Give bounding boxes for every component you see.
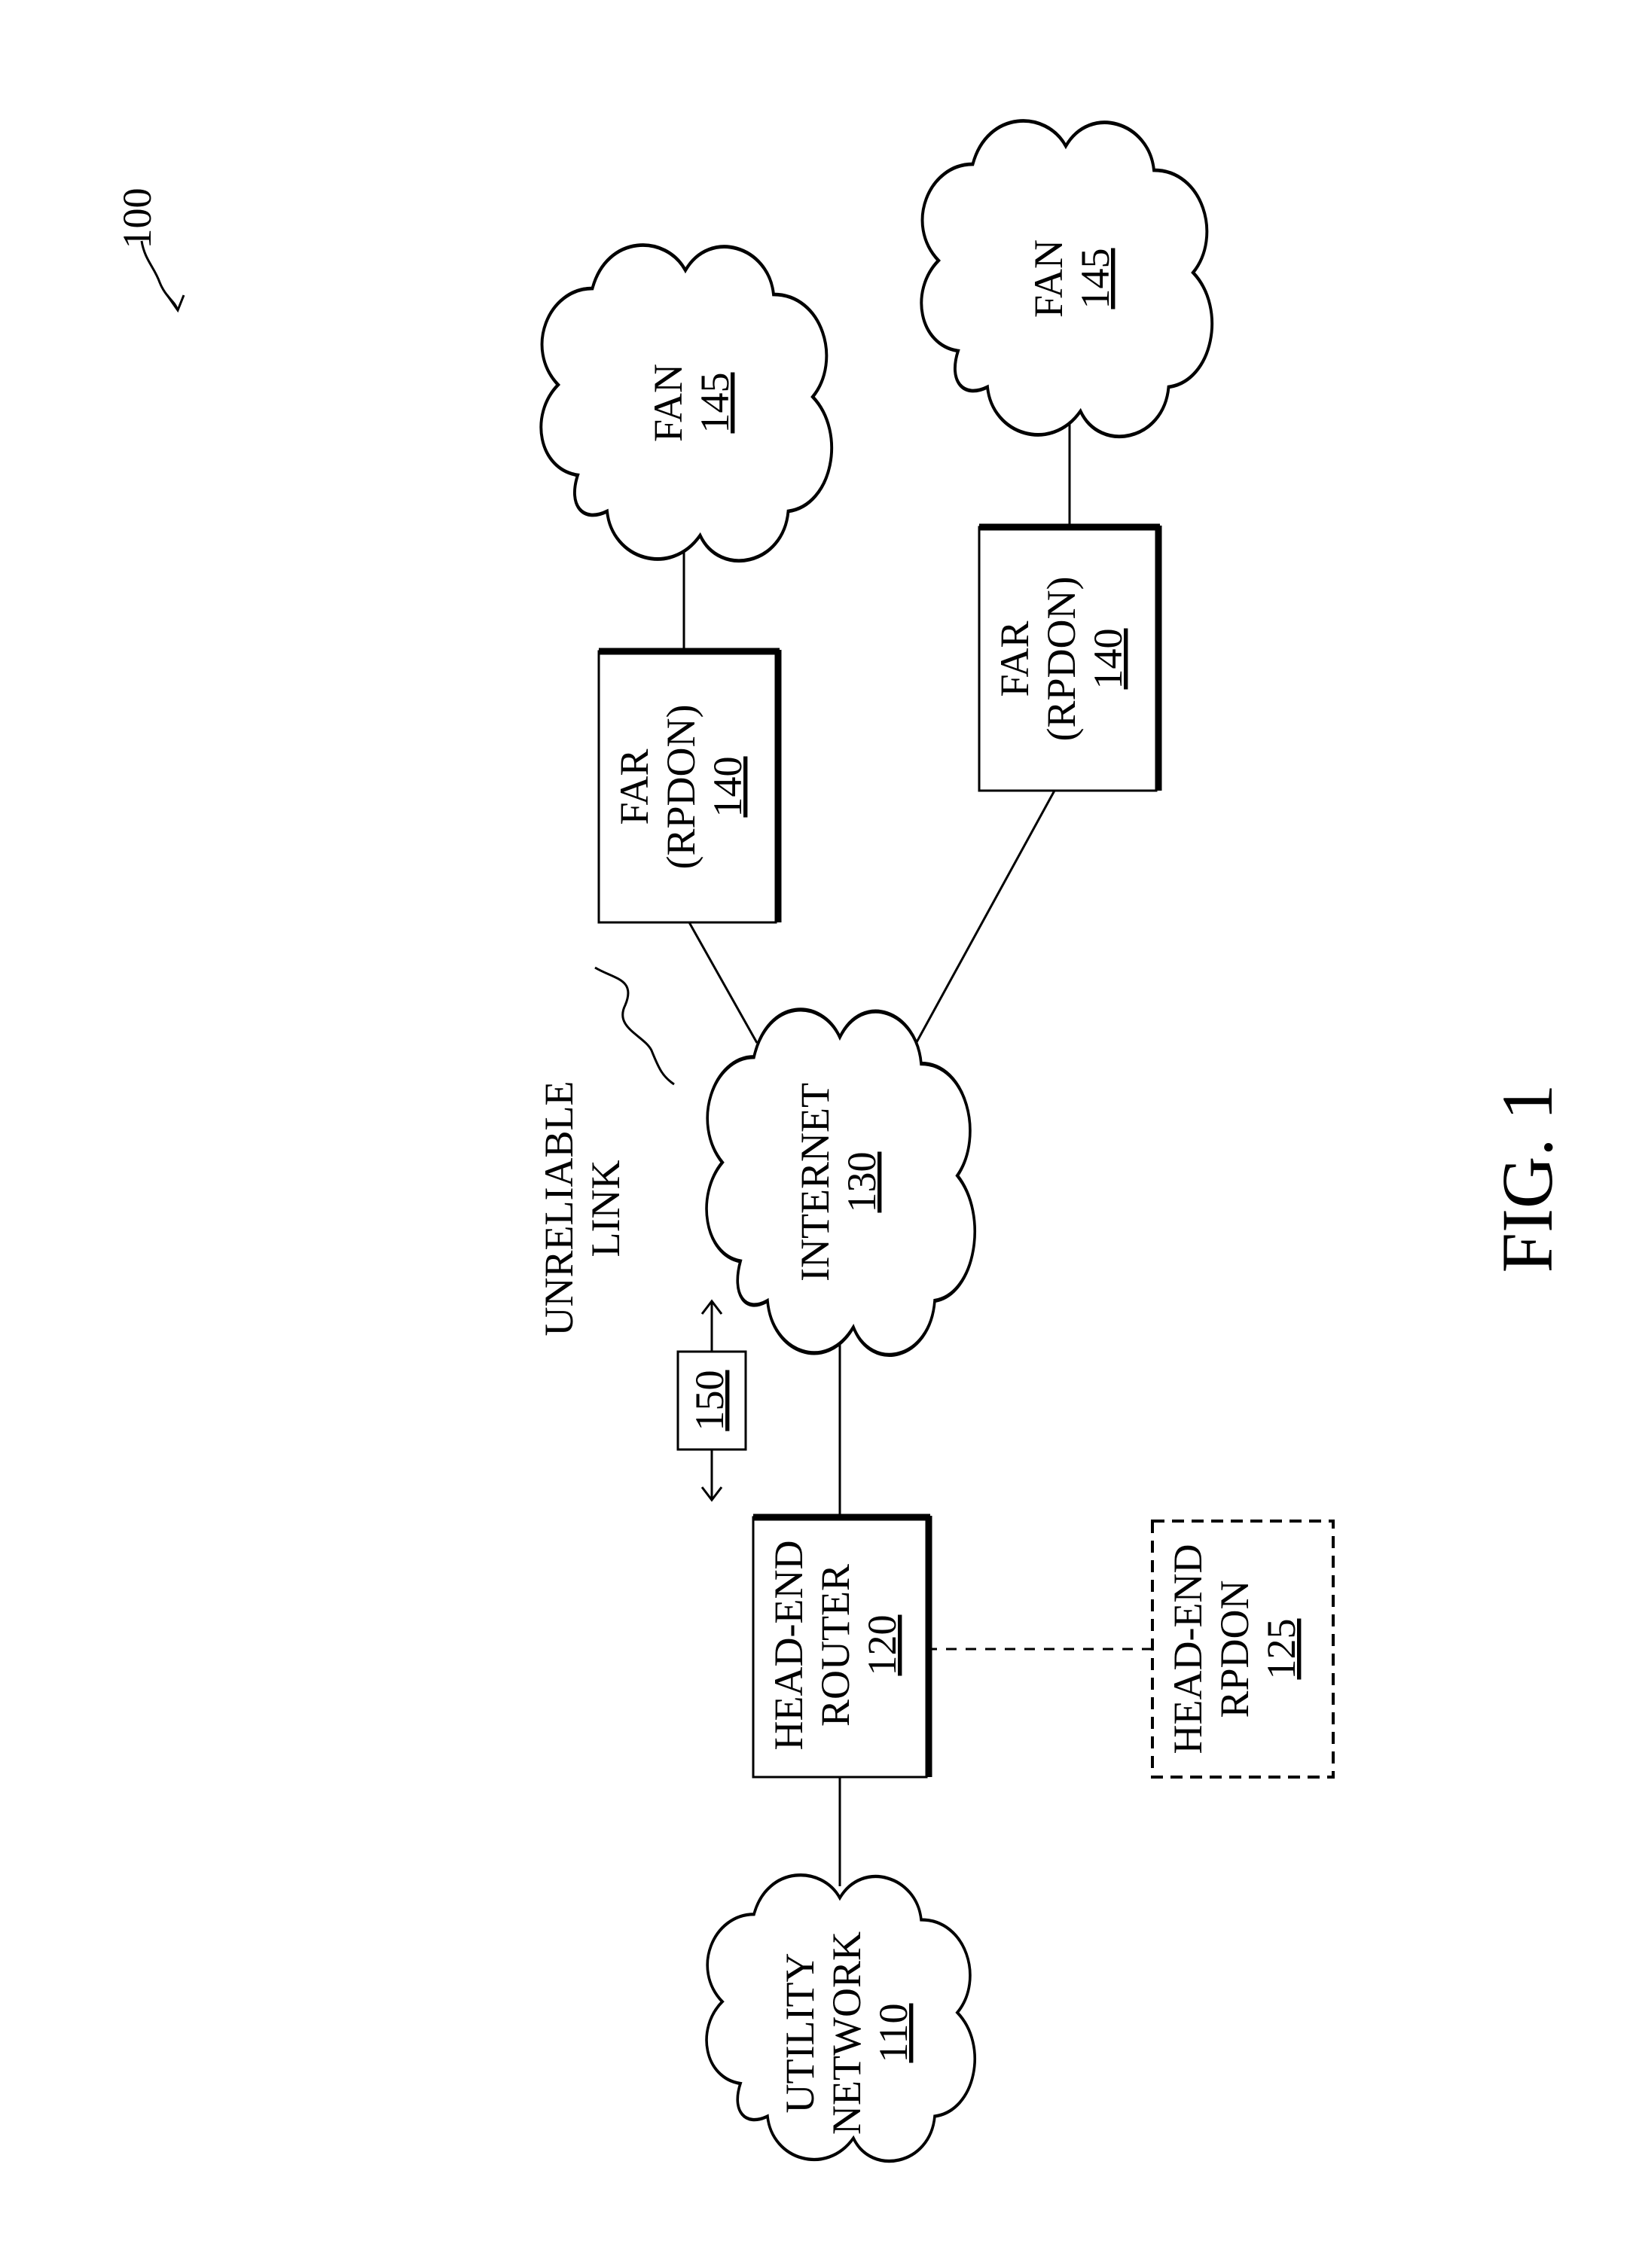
- connection-150-label: 150: [687, 1370, 732, 1431]
- unreliable-link-label: UNRELIABLE LINK: [536, 1081, 628, 1337]
- internet-ref: 130: [839, 1152, 884, 1213]
- svg-text:FAN: FAN: [646, 364, 691, 442]
- head-end-router-ref: 120: [859, 1615, 905, 1676]
- unreliable-link-leader: [595, 968, 674, 1084]
- svg-text:145: 145: [1073, 248, 1118, 309]
- reference-arrow-icon: [142, 241, 177, 309]
- utility-network-ref: 110: [871, 2004, 916, 2063]
- svg-text:130: 130: [839, 1152, 884, 1213]
- head-end-rpdon-ref: 125: [1259, 1619, 1304, 1680]
- link-internet-to-far1: [689, 922, 757, 1043]
- figure-reference-number: 100: [114, 188, 160, 249]
- svg-text:150: 150: [687, 1370, 732, 1431]
- svg-text:(RPDON): (RPDON): [658, 704, 703, 869]
- svg-text:125: 125: [1259, 1619, 1304, 1680]
- unreliable-link-line-2: LINK: [583, 1160, 628, 1257]
- svg-text:110: 110: [871, 2004, 916, 2063]
- svg-text:FAN: FAN: [1026, 239, 1071, 318]
- svg-text:LINK: LINK: [583, 1160, 628, 1257]
- svg-text:140: 140: [1085, 629, 1131, 690]
- svg-text:FAR: FAR: [612, 748, 657, 825]
- svg-text:FAR: FAR: [992, 620, 1037, 697]
- svg-text:145: 145: [692, 373, 737, 434]
- far-1-ref: 140: [705, 757, 750, 818]
- fan-2-ref: 145: [1073, 248, 1118, 309]
- svg-text:INTERNET: INTERNET: [792, 1083, 838, 1282]
- svg-text:140: 140: [705, 757, 750, 818]
- fan-1-ref: 145: [692, 373, 737, 434]
- svg-text:FIG. 1: FIG. 1: [1487, 1084, 1567, 1273]
- svg-text:NETWORK: NETWORK: [824, 1931, 869, 2135]
- svg-text:HEAD-END: HEAD-END: [1165, 1544, 1210, 1754]
- svg-text:UNRELIABLE: UNRELIABLE: [536, 1081, 581, 1337]
- svg-text:120: 120: [859, 1615, 905, 1676]
- figure-caption: FIG. 1: [1487, 1084, 1567, 1273]
- far-2-ref: 140: [1085, 629, 1131, 690]
- svg-text:RPDON: RPDON: [1212, 1580, 1257, 1718]
- svg-text:(RPDON): (RPDON): [1039, 576, 1084, 741]
- unreliable-link-line-1: UNRELIABLE: [536, 1081, 581, 1337]
- svg-text:UTILITY: UTILITY: [777, 1953, 823, 2114]
- svg-text:ROUTER: ROUTER: [813, 1564, 858, 1727]
- link-internet-to-far2: [904, 791, 1054, 1065]
- svg-text:HEAD-END: HEAD-END: [766, 1541, 811, 1751]
